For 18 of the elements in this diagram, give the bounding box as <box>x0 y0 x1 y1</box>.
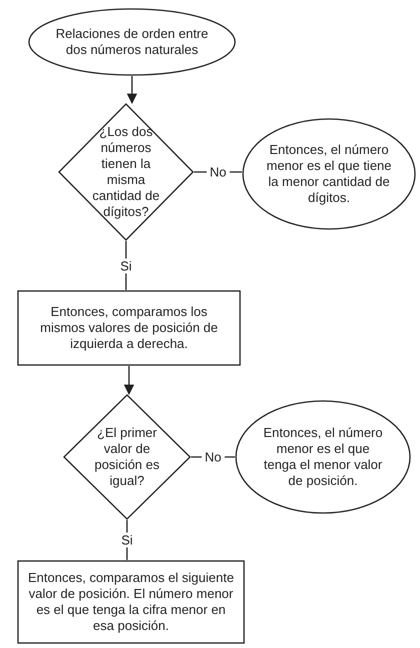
node-text: Entonces, comparamos los mismos valores de posición de izquierda a derecha. <box>39 304 219 352</box>
node-text: ¿El primer valor de posición es igual? <box>93 425 161 489</box>
terminal-ellipse <box>28 8 236 76</box>
terminal-ellipse <box>242 118 416 230</box>
node-text: ¿Los dos números tienen la misma cantidad de dígitos? <box>91 124 161 220</box>
terminal-ellipse <box>235 400 411 514</box>
node-text: Entonces, comparamos el siguiente valor de posición. El número menor es el que tenga la cifra menor en esa posición. <box>27 570 235 634</box>
process-box <box>17 290 241 366</box>
node-text: Relaciones de orden entre dos números naturales <box>54 26 210 58</box>
edge-label: No <box>202 450 224 464</box>
process-box <box>17 560 245 644</box>
edge-label: No <box>206 164 230 180</box>
node-text: Entonces, el número menor es el que tenga el menor valor de posición. <box>262 425 384 489</box>
decision-diamond <box>63 394 191 520</box>
connector-line <box>126 76 138 104</box>
decision-diamond <box>58 103 194 241</box>
connector-line <box>124 366 134 396</box>
node-text: Entonces, el número menor es el que tiene la menor cantidad de dígitos. <box>265 142 393 206</box>
